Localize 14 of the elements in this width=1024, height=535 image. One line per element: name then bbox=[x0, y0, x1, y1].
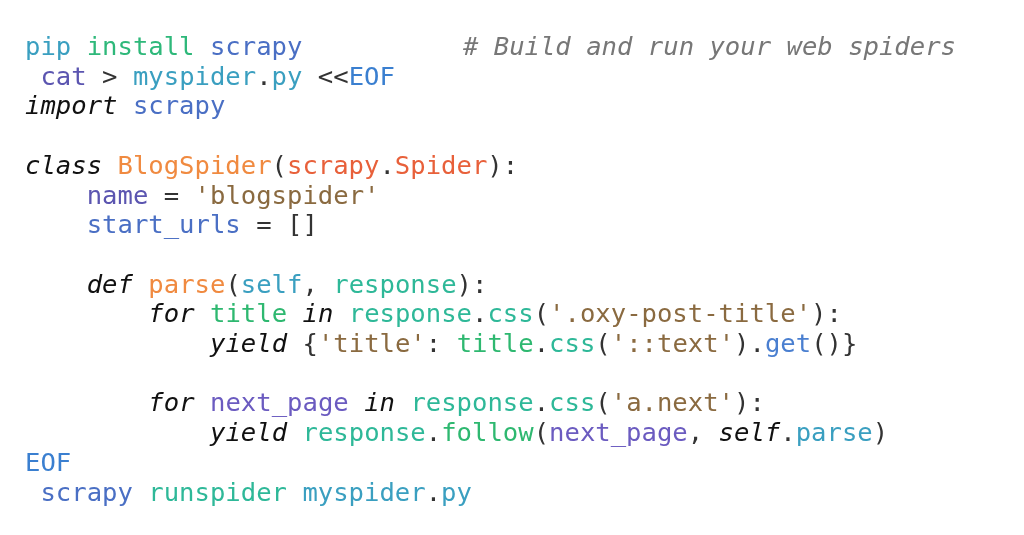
code-line: EOF bbox=[25, 446, 72, 477]
code-line: pip install scrapy bbox=[25, 31, 303, 61]
code-line: name = 'blogspider' bbox=[86, 179, 380, 210]
code-line: yield {'title': title.css('::text').get()} bbox=[210, 328, 858, 358]
code-line: import scrapy bbox=[25, 90, 226, 121]
code-line: for title in response.css('.oxy-post-title'): bbox=[148, 298, 842, 329]
code-line: yield response.follow(next_page, self.parse) bbox=[210, 417, 889, 448]
code-line: scrapy runspider myspider.py bbox=[40, 476, 472, 507]
code-line: for next_page in response.css('a.next'): bbox=[148, 387, 765, 418]
code-comment: # Build and run your web spiders bbox=[462, 31, 956, 61]
code-line: cat > myspider.py <<EOF bbox=[40, 60, 395, 91]
code-line: def parse(self, response): bbox=[86, 268, 488, 299]
code-line: start_urls = [] bbox=[86, 209, 318, 240]
code-line: class BlogSpider(scrapy.Spider): bbox=[25, 149, 519, 180]
